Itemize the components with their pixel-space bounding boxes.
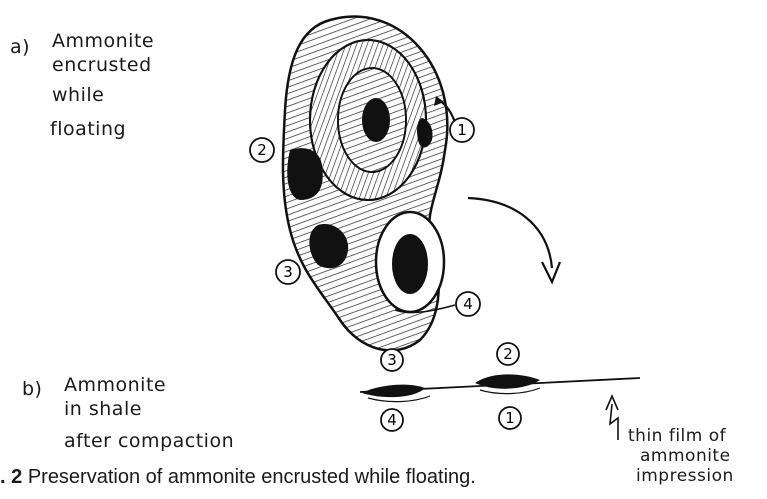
film-pointer bbox=[610, 404, 618, 440]
compacted-encrustation-left bbox=[362, 385, 425, 398]
marker-2-label-b: 2 bbox=[503, 345, 513, 363]
encrustation-patch-2 bbox=[287, 148, 323, 200]
marker-4-label-b: 4 bbox=[387, 411, 397, 429]
marker-4-label: 4 bbox=[463, 295, 473, 313]
compacted-underside-right bbox=[480, 388, 540, 394]
marker-1-label: 1 bbox=[457, 121, 467, 139]
compacted-ammonite bbox=[360, 374, 640, 401]
process-arrow bbox=[468, 198, 552, 268]
marker-1-label-b: 1 bbox=[505, 409, 515, 427]
aperture-dark-encrustation bbox=[392, 234, 428, 294]
marker-3-label: 3 bbox=[283, 263, 293, 281]
marker-2-label: 2 bbox=[257, 141, 267, 159]
marker-3-label-b: 3 bbox=[387, 351, 397, 369]
umbilicus bbox=[362, 98, 390, 142]
ammonite-shell bbox=[283, 17, 455, 351]
compacted-underside-left bbox=[368, 396, 430, 402]
